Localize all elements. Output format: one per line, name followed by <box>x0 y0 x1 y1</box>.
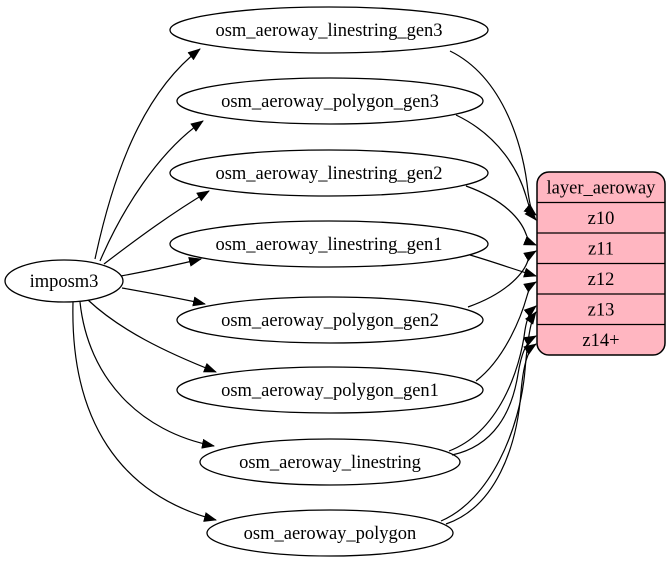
graph-node-osm_aeroway_polygon_gen2: osm_aeroway_polygon_gen2 <box>176 296 484 344</box>
edge-imposm3-to-osm_aeroway_linestring_gen1 <box>120 256 202 277</box>
edge-osm_aeroway_linestring_gen2-to-layer_aeroway:z11 <box>465 185 537 246</box>
graph-node-osm_aeroway_polygon: osm_aeroway_polygon <box>206 509 454 557</box>
node-label-osm_aeroway_polygon_gen1: osm_aeroway_polygon_gen1 <box>221 381 439 401</box>
node-label-imposm3: imposm3 <box>30 272 99 292</box>
graph-node-imposm3: imposm3 <box>4 259 124 303</box>
node-ellipse-osm_aeroway_linestring_gen1 <box>169 220 489 268</box>
graph-node-osm_aeroway_linestring_gen3: osm_aeroway_linestring_gen3 <box>169 6 489 54</box>
node-label-osm_aeroway_linestring: osm_aeroway_linestring <box>239 453 421 473</box>
edge-imposm3-to-osm_aeroway_polygon <box>72 301 217 522</box>
record-row-z10: z10 <box>588 209 615 229</box>
edge-imposm3-to-osm_aeroway_linestring_gen2 <box>103 190 210 265</box>
graph-node-osm_aeroway_linestring: osm_aeroway_linestring <box>199 438 461 486</box>
node-label-osm_aeroway_linestring_gen2: osm_aeroway_linestring_gen2 <box>215 164 442 184</box>
record-title: layer_aeroway <box>547 178 657 198</box>
node-ellipse-osm_aeroway_polygon_gen1 <box>176 366 484 414</box>
graph-node-osm_aeroway_linestring_gen1: osm_aeroway_linestring_gen1 <box>169 220 489 268</box>
node-ellipse-imposm3 <box>4 259 124 303</box>
node-label-osm_aeroway_linestring_gen1: osm_aeroway_linestring_gen1 <box>215 235 442 255</box>
node-ellipse-osm_aeroway_polygon <box>206 509 454 557</box>
node-ellipse-osm_aeroway_linestring <box>199 438 461 486</box>
record-row-z14+: z14+ <box>582 331 619 351</box>
edge-imposm3-to-osm_aeroway_linestring <box>79 301 215 449</box>
record-row-z13: z13 <box>588 300 615 320</box>
record-row-z11: z11 <box>588 239 614 259</box>
node-label-osm_aeroway_linestring_gen3: osm_aeroway_linestring_gen3 <box>215 21 442 41</box>
edge-osm_aeroway_polygon_gen2-to-layer_aeroway:z11 <box>467 250 537 308</box>
edge-imposm3-to-osm_aeroway_polygon_gen2 <box>121 287 206 307</box>
edge-imposm3-to-osm_aeroway_polygon_gen1 <box>87 299 217 373</box>
edge-osm_aeroway_linestring_gen1-to-layer_aeroway:z12 <box>469 254 537 278</box>
node-ellipse-osm_aeroway_linestring_gen3 <box>169 6 489 54</box>
node-ellipse-osm_aeroway_linestring_gen2 <box>169 149 489 197</box>
edge-osm_aeroway_polygon_gen1-to-layer_aeroway:z12 <box>475 281 537 382</box>
edge-osm_aeroway_polygon-to-layer_aeroway:z13 <box>440 311 537 522</box>
nodes-layer: imposm3 osm_aeroway_linestring_gen3 osm_ae… <box>4 6 666 557</box>
edges-layer <box>72 48 537 525</box>
node-ellipse-osm_aeroway_polygon_gen2 <box>176 296 484 344</box>
edge-imposm3-to-osm_aeroway_linestring_gen3 <box>94 48 201 260</box>
edge-imposm3-to-osm_aeroway_polygon_gen3 <box>99 120 204 262</box>
node-label-osm_aeroway_polygon: osm_aeroway_polygon <box>244 524 417 544</box>
node-label-osm_aeroway_polygon_gen3: osm_aeroway_polygon_gen3 <box>221 92 439 112</box>
graph-node-osm_aeroway_linestring_gen2: osm_aeroway_linestring_gen2 <box>169 149 489 197</box>
graph-node-osm_aeroway_polygon_gen1: osm_aeroway_polygon_gen1 <box>176 366 484 414</box>
edge-osm_aeroway_linestring_gen3-to-layer_aeroway:z10 <box>449 50 537 216</box>
edge-osm_aeroway_polygon-to-layer_aeroway:z14+ <box>445 343 537 525</box>
record-row-z12: z12 <box>588 270 615 290</box>
graph-node-osm_aeroway_polygon_gen3: osm_aeroway_polygon_gen3 <box>176 77 484 125</box>
record-node-layer_aeroway: layer_aeroway z10 z11 z12 z13 z14+ <box>536 171 666 356</box>
node-ellipse-osm_aeroway_polygon_gen3 <box>176 77 484 125</box>
node-label-osm_aeroway_polygon_gen2: osm_aeroway_polygon_gen2 <box>221 311 439 331</box>
edge-osm_aeroway_polygon_gen3-to-layer_aeroway:z10 <box>455 114 537 221</box>
